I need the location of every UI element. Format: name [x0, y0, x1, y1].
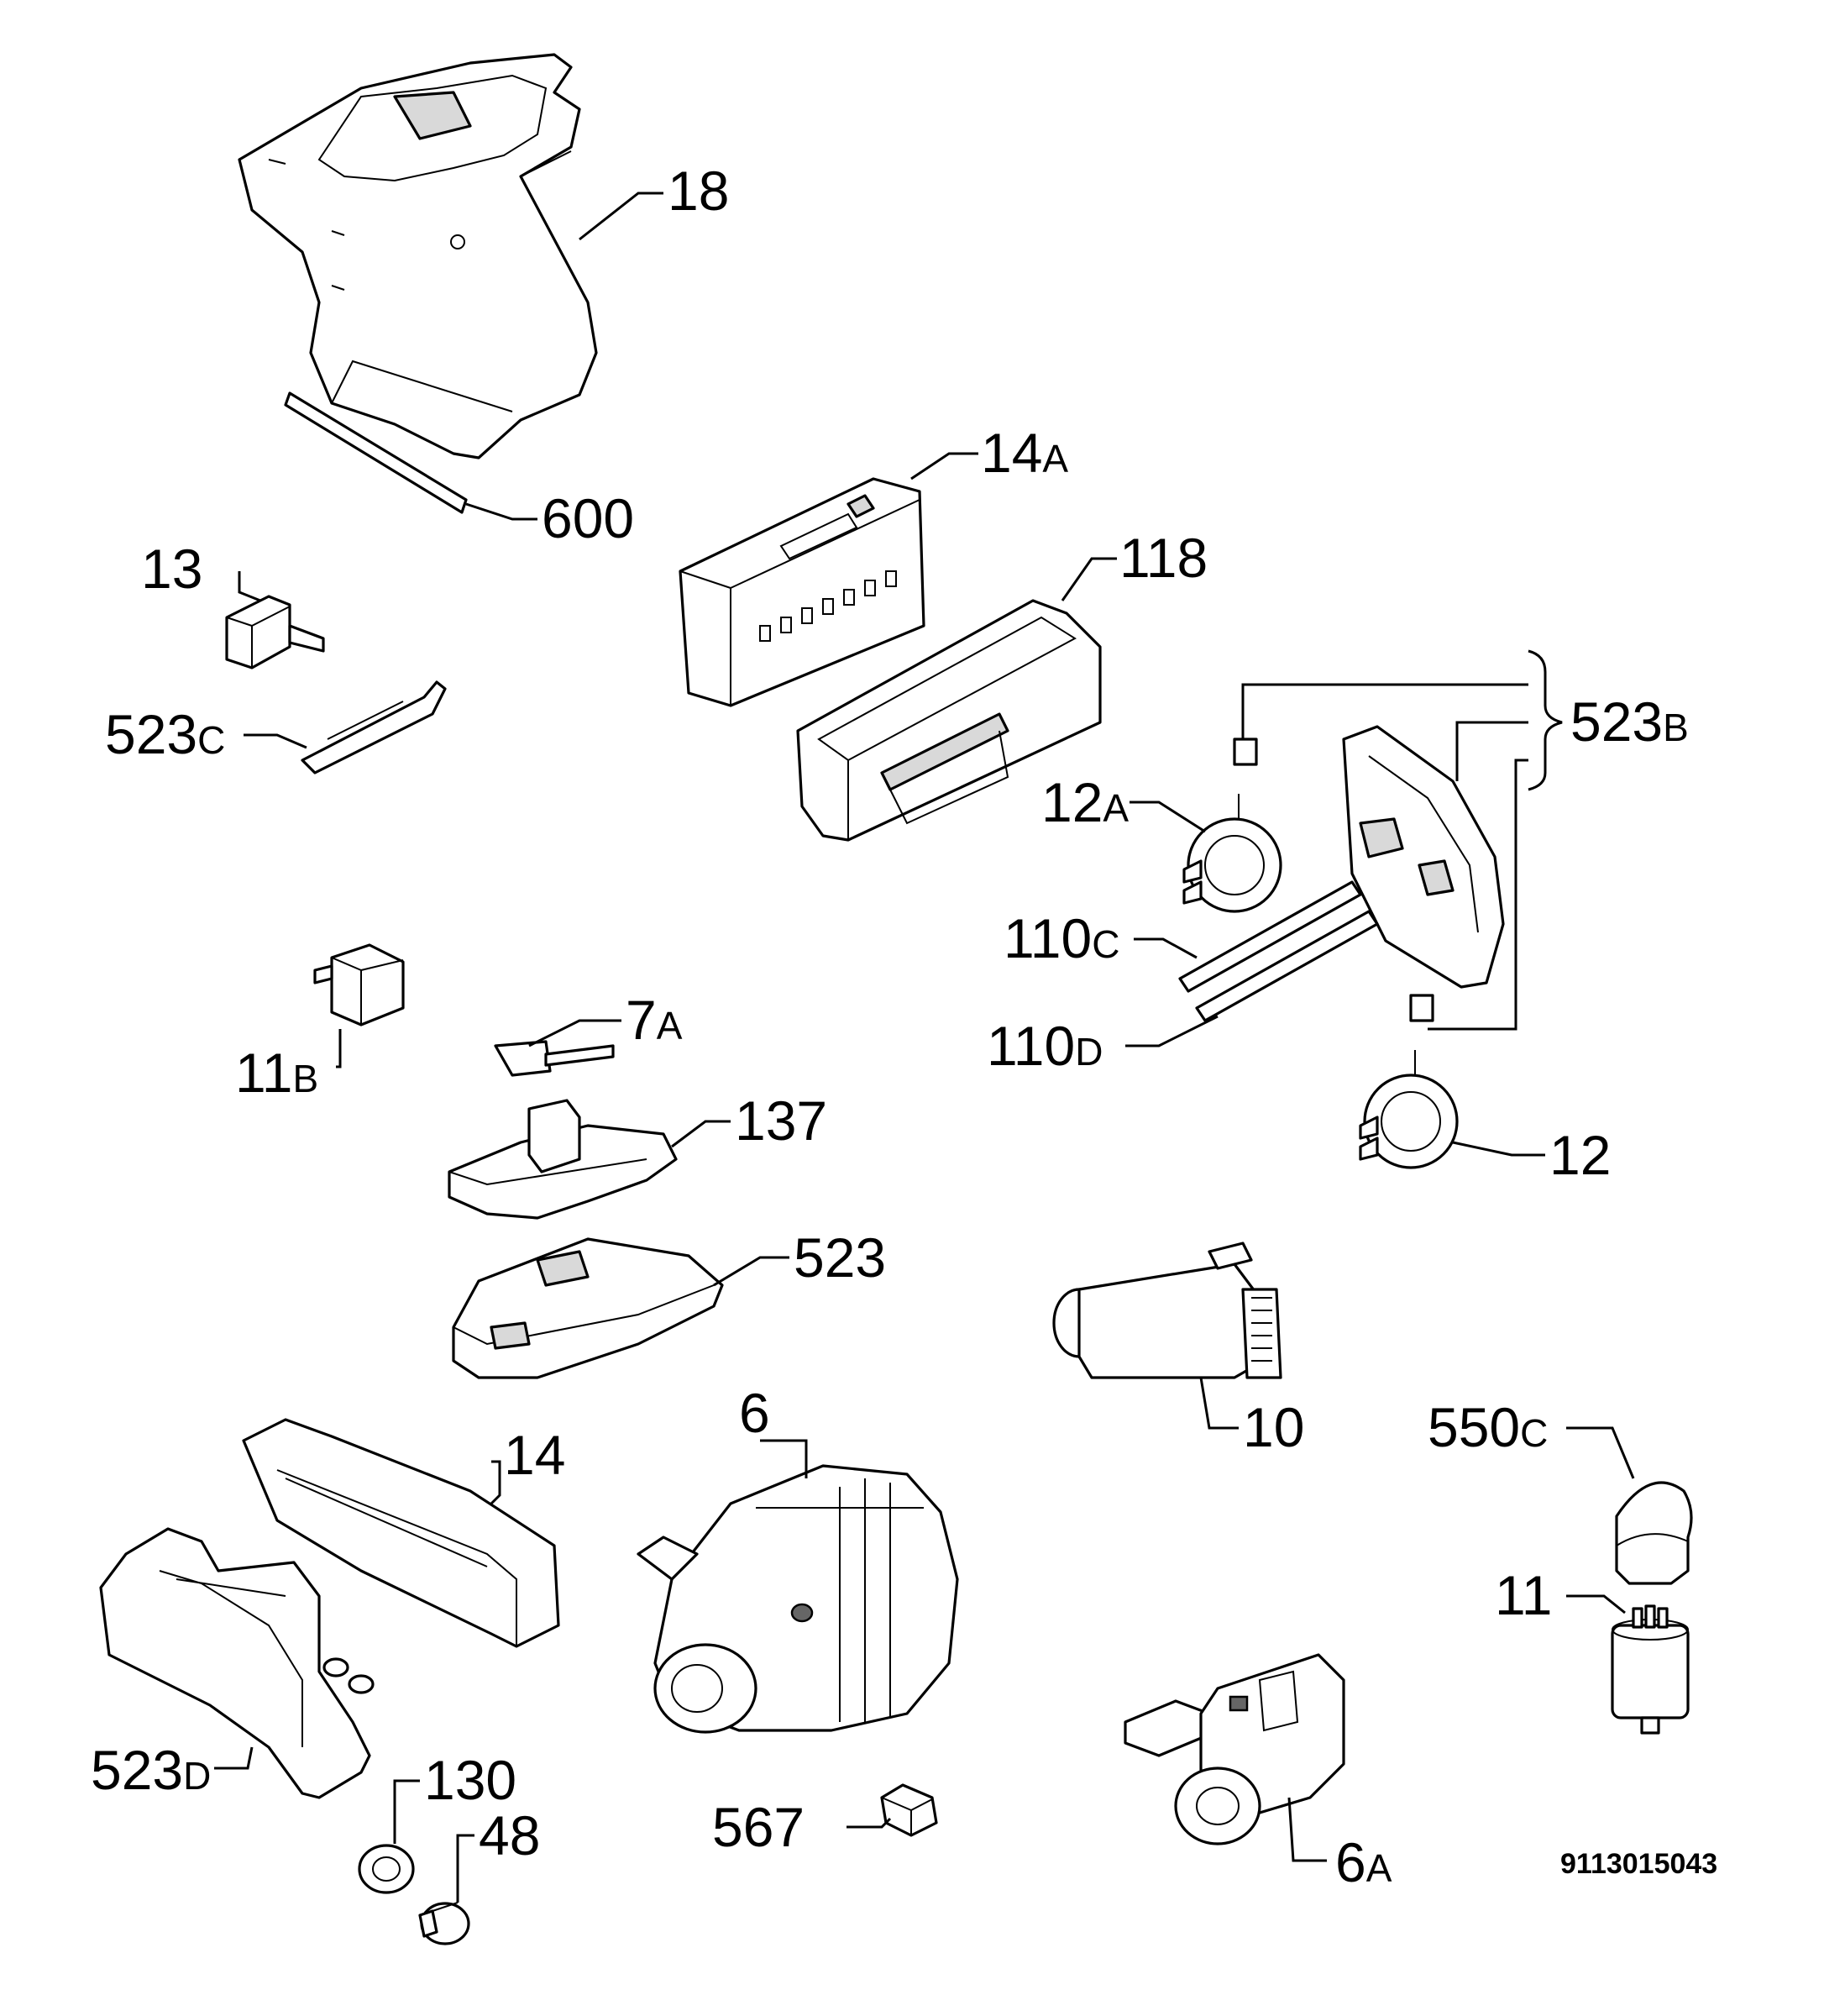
- callout-6: 6: [739, 1382, 770, 1444]
- callout-7A: 7A: [626, 989, 683, 1051]
- diagram-code: 9113015043: [1560, 1848, 1717, 1880]
- part-137-cover[interactable]: [448, 1099, 678, 1220]
- callout-48: 48: [479, 1804, 540, 1866]
- callout-6A: 6A: [1335, 1831, 1392, 1893]
- brace-523B: [1241, 649, 1563, 1031]
- callout-523: 523: [794, 1226, 886, 1289]
- part-118-display-panel[interactable]: [796, 599, 1102, 842]
- part-523-housing[interactable]: [452, 1237, 724, 1379]
- part-14A-electronic-module[interactable]: [679, 477, 925, 707]
- callout-14A: 14A: [981, 422, 1068, 484]
- callout-137: 137: [735, 1089, 827, 1152]
- part-523C-bracket[interactable]: [301, 680, 447, 774]
- callout-600: 600: [542, 487, 634, 549]
- part-523B-support-bracket[interactable]: [1342, 725, 1505, 989]
- callout-18: 18: [668, 160, 729, 222]
- part-7A-sensor[interactable]: [494, 1040, 615, 1077]
- part-11B-relay[interactable]: [313, 943, 405, 1026]
- module-switch-row: [759, 570, 897, 642]
- part-13-switch[interactable]: [225, 595, 325, 669]
- part-6A-drain-pump[interactable]: [1124, 1653, 1345, 1845]
- callout-567: 567: [712, 1796, 805, 1858]
- callout-110D: 110D: [987, 1015, 1103, 1077]
- callout-118: 118: [1119, 527, 1208, 589]
- part-550C-cap[interactable]: [1615, 1481, 1693, 1585]
- callout-10: 10: [1243, 1396, 1304, 1458]
- part-110D-hose[interactable]: [1195, 910, 1379, 1022]
- part-6-circulation-pump[interactable]: [637, 1464, 959, 1734]
- part-12-pressure-switch[interactable]: [1359, 994, 1459, 1169]
- callout-12: 12: [1549, 1124, 1611, 1186]
- callout-523D: 523D: [91, 1739, 211, 1801]
- callout-110C: 110C: [1004, 907, 1119, 969]
- callout-14: 14: [504, 1424, 565, 1486]
- callout-130: 130: [424, 1749, 516, 1811]
- callout-12A: 12A: [1041, 771, 1129, 833]
- part-14-long-cover[interactable]: [242, 1418, 560, 1648]
- part-11-capacitor[interactable]: [1611, 1604, 1690, 1735]
- part-600-strip[interactable]: [284, 391, 468, 514]
- callout-11B: 11B: [235, 1042, 318, 1104]
- callout-523C: 523C: [105, 703, 225, 765]
- part-523D-housing[interactable]: [99, 1527, 375, 1799]
- part-110C-hose[interactable]: [1178, 880, 1362, 993]
- callout-13: 13: [141, 538, 202, 600]
- part-130-ring[interactable]: [358, 1844, 415, 1894]
- part-10-heater-pipe[interactable]: [1052, 1242, 1282, 1379]
- leader-lines: [214, 192, 1635, 1903]
- part-18-housing-cover[interactable]: [238, 53, 598, 459]
- part-567-clip[interactable]: [880, 1783, 938, 1837]
- part-12A-pressure-switch[interactable]: [1182, 738, 1282, 913]
- callout-11: 11: [1495, 1564, 1553, 1626]
- callout-523B: 523B: [1570, 690, 1689, 753]
- part-48-plug[interactable]: [418, 1902, 470, 1945]
- callout-labels: 18 600 14A 13 118 523B 523C 12A 110C 11B…: [91, 160, 1689, 1893]
- callout-550C: 550C: [1428, 1396, 1548, 1458]
